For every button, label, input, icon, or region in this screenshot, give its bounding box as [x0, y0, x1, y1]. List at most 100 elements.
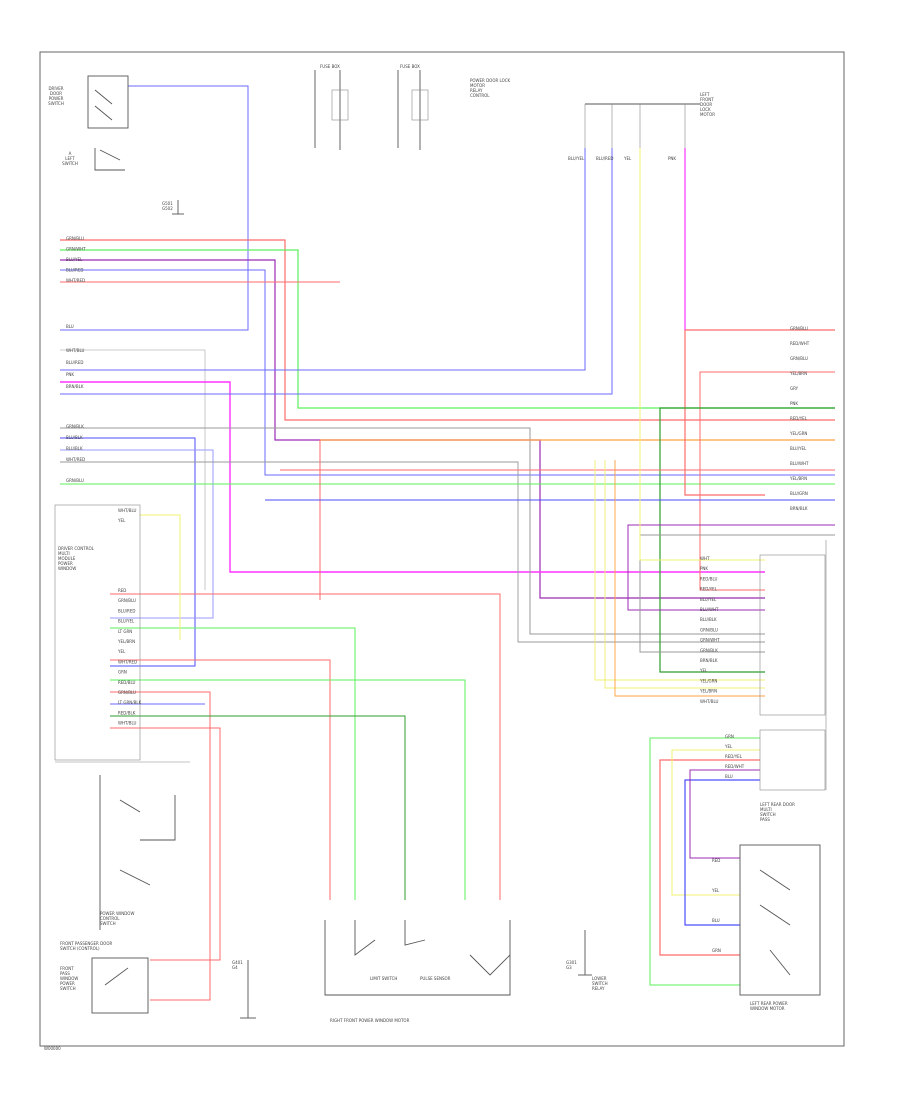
wire-blue-1 — [60, 269, 835, 476]
wire-blue-2 — [60, 148, 586, 371]
wire-label-module-top-0: WHT/BLU — [118, 508, 137, 513]
wire-label-left-blu: BLU — [66, 324, 74, 329]
wire-label-module-pin-11: LT GRN/BLK — [118, 700, 142, 705]
diagram-border — [39, 51, 845, 1047]
label-left-rear-motor-1: WINDOW MOTOR — [750, 1006, 785, 1011]
right-front-motor-box — [324, 920, 511, 996]
label-fuse-right: FUSE BOX — [400, 64, 420, 69]
wire-label-right-conn2-0: GRN — [725, 734, 734, 739]
wire-green-1 — [60, 249, 835, 409]
wire-pink-1 — [60, 381, 765, 573]
label-power-window-switch-2: SWITCH — [100, 921, 116, 926]
wire-label-right-stack-1: RED/WHT — [790, 341, 810, 346]
wire-gray-1 — [60, 349, 206, 590]
label-front-pass-door-0: FRONT PASSENGER DOOR — [60, 941, 112, 946]
label-left-front-motor-3: LOCK — [700, 107, 711, 112]
label-left-front-motor-4: MOTOR — [700, 112, 715, 117]
wire-label-right-conn-7: GRN/BLU — [700, 627, 718, 632]
wire-label-right-stack-12: BRN/BLK — [790, 506, 808, 511]
wire-label-right-stack-4: GRY — [790, 386, 799, 391]
wire-label-left-a-4: WHT/RED — [66, 278, 85, 283]
wire-label-module-pin-3: BLU/YEL — [118, 619, 135, 624]
wire-label-right-stack-8: BLU/YEL — [790, 446, 807, 451]
label-lower-switch-1: SWITCH — [592, 981, 608, 986]
label-ground-bl-1: G4 — [232, 965, 238, 970]
component-group — [54, 70, 827, 1019]
wire-label-module-pin-1: GRN/BLU — [118, 598, 136, 603]
wire-yel-r3 — [614, 460, 765, 697]
wire-label-module-pin-10: GRN/BLU — [118, 690, 136, 695]
label-left-front-motor-1: FRONT — [700, 97, 714, 102]
wire-br-purple — [689, 769, 760, 859]
label-lower-switch-0: LOWER — [592, 976, 607, 981]
wire-label-right-conn-14: WHT/BLU — [700, 699, 719, 704]
wire-label-right-conn-3: RED/YEL — [700, 587, 718, 592]
label-left-module-2: MODULE — [58, 556, 76, 561]
wire-label-right-conn2-1: YEL — [724, 744, 733, 749]
label-ground-br-1: G3 — [566, 965, 572, 970]
wire-label-tr-0: BLU/YEL — [568, 156, 585, 161]
label-power-window-switch-1: CONTROL — [100, 916, 120, 921]
wire-label-module-top-1: YEL — [117, 518, 126, 523]
wire-pin-green2 — [110, 679, 466, 900]
wire-label-right-conn-11: YEL — [699, 668, 708, 673]
label-switch-group-1: LEFT — [65, 156, 75, 161]
left-rear-motor-box — [739, 844, 821, 996]
wire-br-red — [659, 759, 760, 956]
wire-blue-5 — [60, 449, 214, 619]
wire-label-module-pin-2: BLU/RED — [118, 608, 135, 613]
label-lower-switch-2: RELAY — [592, 986, 605, 991]
wire-yel-mod — [140, 514, 181, 640]
wire-label-br-motor-3: GRN — [712, 948, 721, 953]
wire-label-module-pin-12: RED/BLK — [118, 710, 136, 715]
wire-pin-red4 — [110, 727, 221, 961]
wire-pin-red2 — [110, 659, 331, 900]
label-ground-br-0: G301 — [566, 960, 577, 965]
label-front-pass-door-1: SWITCH (CONTROL) — [60, 946, 100, 951]
wire-label-tr-1: BLU/RED — [596, 156, 613, 161]
right-connector-box — [759, 554, 826, 716]
wire-label-right-conn-5: BLU/WHT — [700, 607, 719, 612]
label-driver-door-switch-1: DOOR — [50, 91, 62, 96]
wire-label-right-stack-10: YEL/BRN — [789, 476, 807, 481]
label-right-front-motor: RIGHT FRONT POWER WINDOW MOTOR — [330, 1018, 410, 1023]
label-driver-door-switch-2: POWER — [49, 96, 64, 101]
wire-br-yel — [671, 749, 760, 896]
wire-red-4 — [684, 329, 835, 496]
wire-label-module-pin-4: LT GRN — [118, 629, 132, 634]
wire-label-tr-2: YEL — [623, 156, 632, 161]
label-pulse-sensor: PULSE SENSOR — [420, 976, 451, 981]
wire-blue-4 — [60, 437, 196, 667]
label-left-module-3: POWER — [58, 561, 73, 566]
driver-control-module-box — [54, 504, 141, 761]
wire-label-right-conn2-4: BLU — [725, 774, 733, 779]
label-front-pass-inner-3: POWER — [60, 981, 75, 986]
wire-label-right-conn2-3: RED/WHT — [725, 764, 745, 769]
front-passenger-switch-box — [91, 957, 149, 1014]
wire-label-module-pin-8: GRN — [118, 670, 127, 675]
wire-label-left-c-1: BLU/BLK — [66, 435, 83, 440]
label-driver-door-switch-0: DRIVER — [48, 86, 63, 91]
wire-label-right-stack-7: YEL/GRN — [789, 431, 807, 436]
wire-label-left-a-0: GRN/BLU — [66, 236, 84, 241]
wire-red-1 — [60, 239, 835, 421]
wire-gray-4 — [639, 534, 835, 653]
wire-pin-red — [110, 593, 501, 900]
wire-label-left-single: GRN/BLU — [66, 478, 84, 483]
wire-label-right-conn-8: GRN/WHT — [700, 638, 720, 643]
wire-pin-green3 — [110, 715, 406, 900]
wire-blue-3 — [60, 148, 613, 395]
wire-br-blue — [684, 779, 760, 926]
wire-label-right-conn-4: BLU/YEL — [700, 597, 717, 602]
label-ground-tl-1: G502 — [162, 206, 173, 211]
wire-yel-r1 — [594, 460, 765, 681]
wire-label-left-a-2: BLU/YEL — [66, 257, 83, 262]
wire-label-left-b-3: BRN/BLK — [66, 384, 84, 389]
wire-label-right-stack-3: YEL/BRN — [789, 371, 807, 376]
wire-label-right-conn-12: YEL/GRN — [699, 678, 717, 683]
label-fuse-left: FUSE BOX — [320, 64, 340, 69]
label-left-module-0: DRIVER CONTROL — [58, 546, 95, 551]
wire-label-br-motor-1: YEL — [711, 888, 720, 893]
wire-label-left-c-3: WHT/RED — [66, 457, 85, 462]
wire-label-left-b-1: BLU/RED — [66, 360, 83, 365]
